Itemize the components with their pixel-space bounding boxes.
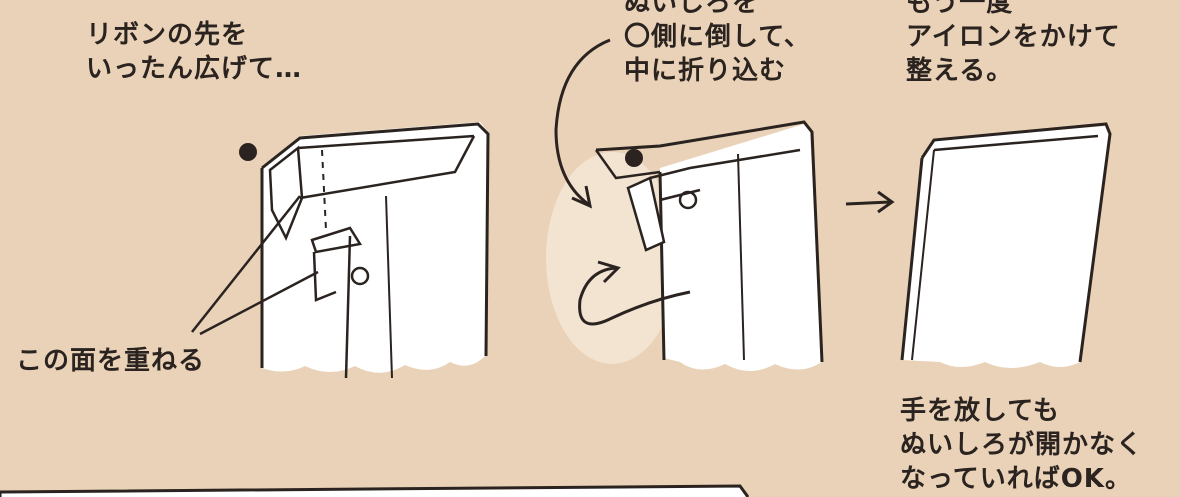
dot-marker-icon xyxy=(625,149,643,167)
step3-note: 手を放しても ぬいしろが開かなく なっていればOK。 xyxy=(900,394,1143,496)
step3-caption: もう一度 アイロンをかけて 整える。 xyxy=(906,0,1121,88)
caption-line: アイロンをかけて xyxy=(906,22,1121,52)
caption-line: リボンの先を xyxy=(86,20,249,50)
curved-arrow-icon xyxy=(578,266,691,326)
ribbon-illustration-finished xyxy=(900,122,1112,368)
caption-line: もう一度 xyxy=(906,0,1014,18)
step2-caption: ぬいしろを 〇側に倒して、 中に折り込む xyxy=(624,0,811,88)
dot-marker-icon xyxy=(239,143,257,161)
step1-label: この面を重ねる xyxy=(16,346,206,376)
step1-caption: リボンの先を いったん広げて… xyxy=(86,18,302,86)
curved-arrow-icon xyxy=(554,38,611,206)
panel-divider xyxy=(0,484,750,497)
caption-line: 整える。 xyxy=(906,56,1014,86)
right-arrow-icon xyxy=(845,190,895,214)
caption-line: 中に折り込む xyxy=(624,56,787,86)
ribbon-illustration-opened xyxy=(191,122,490,379)
ribbon-illustration-folding xyxy=(546,38,824,371)
note-line: ぬいしろが開かなく xyxy=(900,430,1144,460)
caption-line: 〇側に倒して、 xyxy=(624,22,811,52)
caption-line: ぬいしろを xyxy=(624,0,760,18)
note-line: なっていればOK。 xyxy=(900,464,1132,494)
caption-line: いったん広げて… xyxy=(86,54,303,84)
note-line: 手を放しても xyxy=(900,396,1060,426)
